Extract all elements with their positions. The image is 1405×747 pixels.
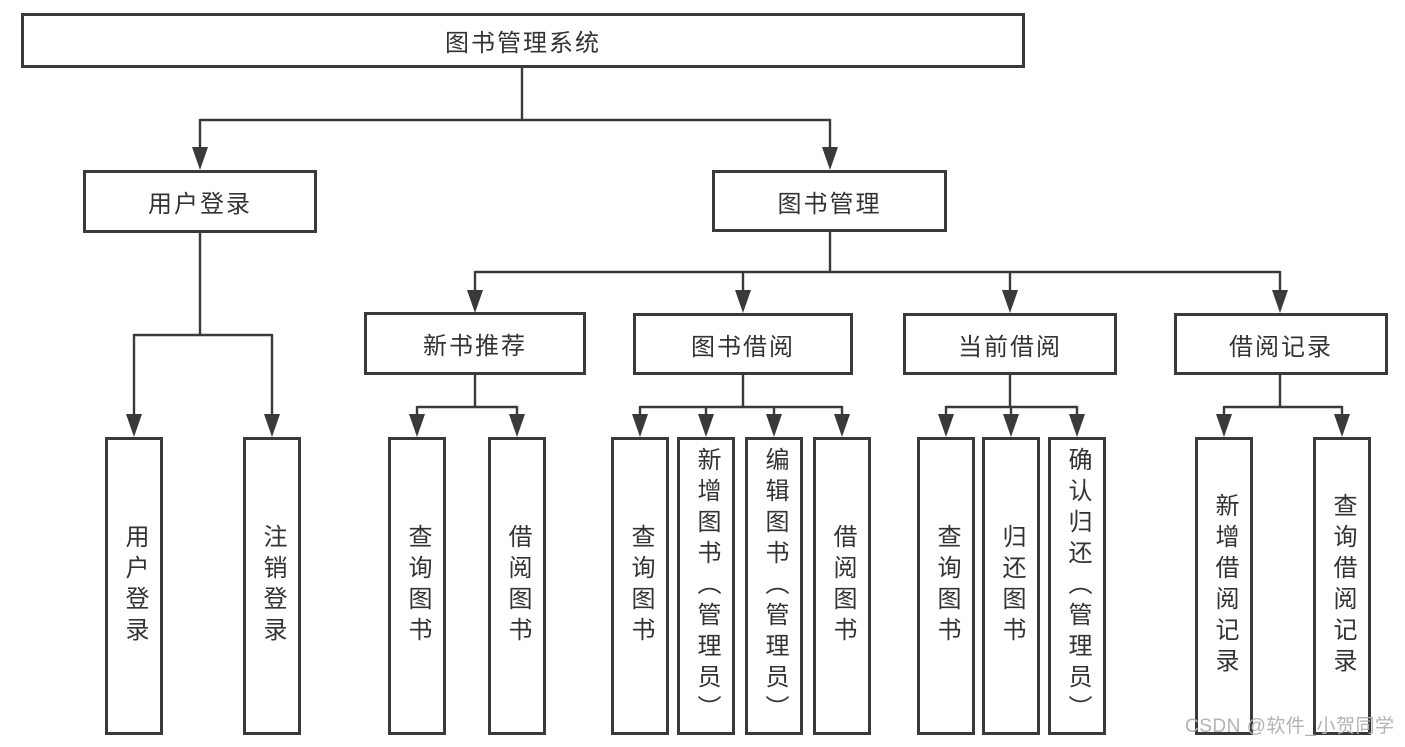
node-label: 查询借阅记录 [1329,493,1356,679]
leaf-user-login: 用户登录 [105,437,163,735]
node-label: 当前借阅 [958,333,1062,361]
arrow-down-icon [834,414,850,437]
node-label: 查询图书 [933,524,960,648]
leaf-newbook-query-books: 查询图书 [388,437,446,735]
node-root: 图书管理系统 [21,13,1025,68]
leaf-current-return-books: 归还图书 [982,437,1040,735]
node-borrow-records: 借阅记录 [1174,313,1388,375]
arrow-down-icon [698,414,714,437]
node-label: 查询图书 [627,524,654,648]
arrow-down-icon [1216,414,1232,437]
leaf-borrow-borrow-books: 借阅图书 [813,437,871,735]
node-label: 编辑图书（管理员） [761,446,788,726]
connector-current-borrow-to-leaves [938,375,1085,437]
connector-borrow-records-to-leaves [1216,375,1350,437]
node-label: 借阅记录 [1229,333,1333,361]
leaf-records-add-borrow-record: 新增借阅记录 [1195,437,1253,735]
arrow-down-icon [409,414,425,437]
node-label: 图书借阅 [691,333,795,361]
arrow-down-icon [467,290,483,313]
arrow-down-icon [126,414,142,437]
node-label: 用户登录 [148,191,252,218]
node-label: 借阅图书 [504,524,531,648]
node-label: 新增图书（管理员） [693,446,720,726]
node-book-borrow: 图书借阅 [633,313,853,375]
node-label: 用户登录 [121,524,148,648]
arrow-down-icon [264,414,280,437]
csdn-watermark: CSDN @软件_小贺同学 [1185,716,1395,737]
leaf-newbook-borrow-books: 借阅图书 [488,437,546,735]
arrow-down-icon [509,414,525,437]
node-label: 图书管理系统 [445,30,601,57]
leaf-logout: 注销登录 [243,437,301,735]
arrow-down-icon [938,414,954,437]
node-current-borrow: 当前借阅 [903,313,1117,375]
node-label: 新增借阅记录 [1211,493,1238,679]
arrow-down-icon [735,290,751,313]
node-label: 注销登录 [259,524,286,648]
node-label: 新书推荐 [423,333,527,360]
leaf-borrow-edit-books-admin: 编辑图书（管理员） [745,437,803,735]
node-label: 图书管理 [777,190,882,218]
leaf-borrow-query-books: 查询图书 [611,437,669,735]
arrow-down-icon [1272,290,1288,313]
node-label: 确认归还（管理员） [1064,446,1091,726]
arrow-down-icon [1069,414,1085,437]
connector-book-management-to-level3 [467,232,1288,313]
arrow-down-icon [1002,290,1018,313]
arrow-down-icon [766,414,782,437]
leaf-current-confirm-return-admin: 确认归还（管理员） [1048,437,1106,735]
node-user-login: 用户登录 [83,170,317,233]
arrow-down-icon [192,147,208,170]
node-label: 借阅图书 [829,524,856,648]
node-label: 归还图书 [998,524,1025,648]
leaf-borrow-add-books-admin: 新增图书（管理员） [677,437,735,735]
node-new-book-recommend: 新书推荐 [364,312,586,375]
leaf-current-query-books: 查询图书 [917,437,975,735]
node-book-management: 图书管理 [712,170,947,232]
arrow-down-icon [822,147,838,170]
arrow-down-icon [1003,414,1019,437]
arrow-down-icon [632,414,648,437]
connector-book-borrow-to-leaves [632,375,850,437]
leaf-records-query-borrow-record: 查询借阅记录 [1313,437,1371,735]
connector-root-to-level2 [192,67,838,170]
connector-new-book-recommend-to-leaves [409,375,525,437]
arrow-down-icon [1334,414,1350,437]
connector-user-login-to-leaves [126,233,280,437]
node-label: 查询图书 [404,524,431,648]
